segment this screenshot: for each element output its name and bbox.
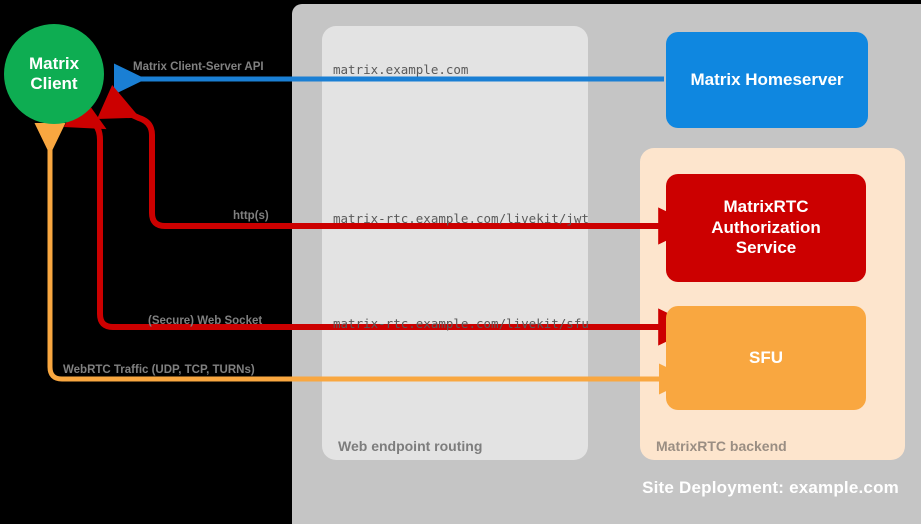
edge-label-client-server-api: Matrix Client-Server API (133, 61, 264, 73)
web-endpoint-routing-panel (322, 26, 588, 460)
auth-service-label-line2: Authorization (711, 217, 821, 237)
node-matrixrtc-authorization-service[interactable]: MatrixRTC Authorization Service (666, 174, 866, 282)
matrix-client-label-line2: Client (30, 74, 78, 93)
node-sfu[interactable]: SFU (666, 306, 866, 410)
site-deployment-label: Site Deployment: example.com (642, 478, 899, 497)
auth-service-label-line1: MatrixRTC (723, 196, 809, 216)
edge-label-webrtc-traffic: WebRTC Traffic (UDP, TCP, TURNs) (63, 364, 255, 376)
group-label-web-endpoint-routing: Web endpoint routing (338, 438, 483, 454)
group-label-matrixrtc-backend: MatrixRTC backend (656, 438, 787, 454)
edge-label-https: http(s) (233, 210, 269, 222)
edge-label-web-socket: (Secure) Web Socket (148, 315, 263, 327)
auth-service-label-line3: Service (735, 238, 797, 258)
url-label-livekit-jwt: matrix-rtc.example.com/livekit/jwt (333, 211, 589, 226)
matrix-homeserver-label: Matrix Homeserver (690, 69, 844, 89)
matrix-client-label-line1: Matrix (28, 53, 80, 73)
url-label-matrix-example-com: matrix.example.com (333, 62, 469, 77)
sfu-label: SFU (749, 347, 783, 367)
node-matrix-homeserver[interactable]: Matrix Homeserver (666, 32, 868, 128)
node-matrix-client[interactable]: Matrix Client (4, 24, 104, 124)
url-label-livekit-sfu: matrix-rtc.example.com/livekit/sfu (333, 316, 589, 331)
